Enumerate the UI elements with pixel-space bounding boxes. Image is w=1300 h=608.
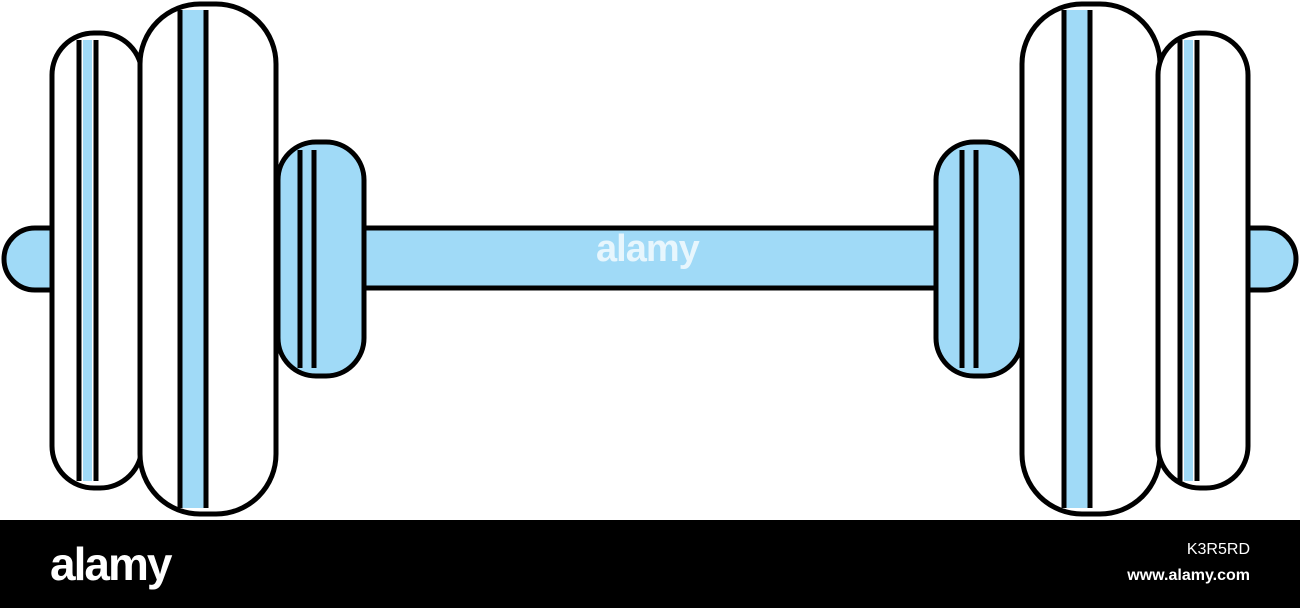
right-collar — [933, 139, 1025, 379]
site-url[interactable]: www.alamy.com — [1127, 567, 1250, 584]
right-outer-plate — [1155, 30, 1251, 491]
right-big-plate — [1019, 1, 1163, 517]
image-id: K3R5RD — [1186, 541, 1250, 558]
left-outer-plate — [49, 30, 145, 491]
bar — [357, 225, 945, 291]
footer-bar: alamy K3R5RD www.alamy.com — [0, 520, 1300, 608]
left-big-plate — [137, 1, 279, 517]
barbell-icon — [1, 1, 1299, 517]
left-collar — [275, 139, 367, 379]
brand-logo[interactable]: alamy — [50, 538, 172, 590]
